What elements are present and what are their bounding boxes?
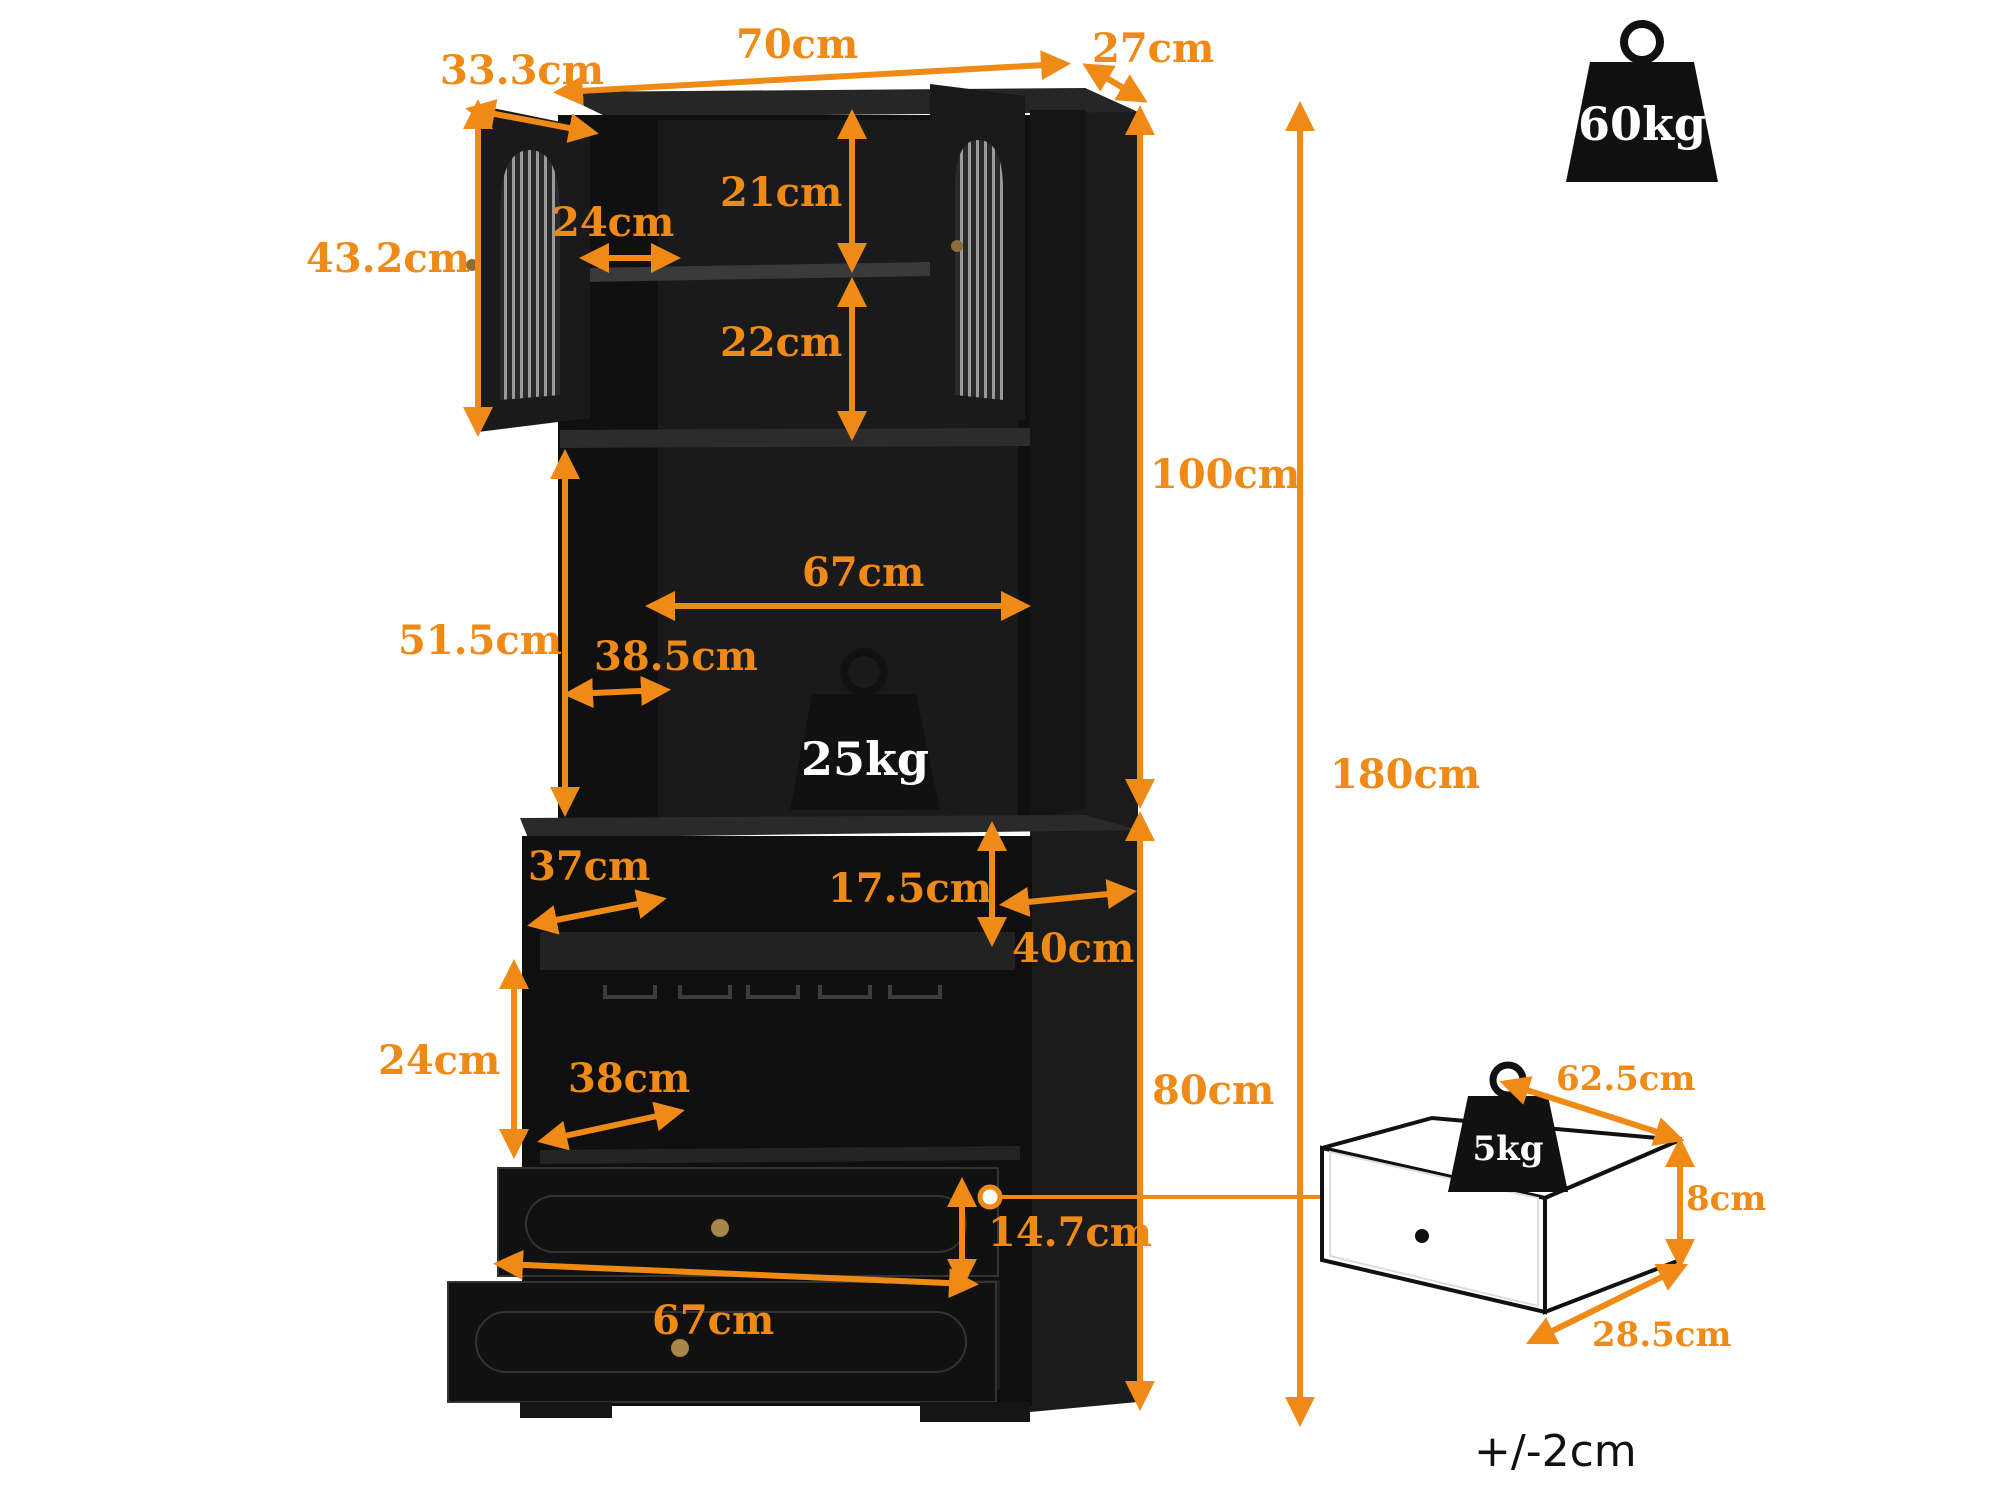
- label-open-shelf-depth: 38.5cm: [594, 633, 758, 680]
- label-drawer-inner-depth: 28.5cm: [1592, 1315, 1732, 1355]
- label-lower-section-height: 80cm: [1152, 1067, 1274, 1114]
- cabinet-foot: [920, 1402, 1030, 1422]
- tolerance-note: +/-2cm: [1474, 1426, 1637, 1477]
- label-open-shelf-height: 51.5cm: [398, 617, 562, 664]
- label-drawer-inner-width: 62.5cm: [1556, 1059, 1696, 1099]
- right-glass-door[interactable]: [930, 84, 1025, 420]
- lower-drawer[interactable]: [447, 1280, 1000, 1403]
- base-countertop: [520, 815, 1138, 838]
- label-lower-shelf-height: 24cm: [378, 1037, 500, 1084]
- label-total-width: 70cm: [736, 21, 858, 68]
- label-base-depth: 40cm: [1012, 925, 1134, 972]
- hutch-bottom-shelf: [560, 428, 1030, 448]
- label-wine-rack-depth: 37cm: [528, 843, 650, 890]
- weight-icon: 60kg: [1566, 20, 1718, 182]
- label-upper-section-height: 100cm: [1150, 451, 1300, 498]
- drawer-hole: [1415, 1229, 1429, 1243]
- label-total-height: 180cm: [1330, 751, 1480, 798]
- base-side-panel: [1030, 800, 1138, 1412]
- label-depth-top: 27cm: [1092, 25, 1214, 72]
- label-drawer-front-height: 14.7cm: [988, 1209, 1152, 1256]
- label-wine-rack-height: 17.5cm: [828, 865, 992, 912]
- dimension-labels: 33.3cm 70cm 27cm 43.2cm 24cm 21cm 22cm 1…: [306, 21, 1766, 1355]
- label-drawer-inner-height: 8cm: [1686, 1179, 1766, 1219]
- left-glass-door[interactable]: [466, 105, 590, 432]
- weight-shelf: 25kg: [801, 732, 929, 786]
- label-drawer-width: 67cm: [652, 1297, 774, 1344]
- drawer-knob[interactable]: [671, 1339, 689, 1357]
- door-knob[interactable]: [951, 240, 963, 252]
- drawer-knob[interactable]: [711, 1219, 729, 1237]
- glass-holders: [603, 985, 942, 999]
- weight-icon: 25kg: [790, 648, 940, 810]
- label-lower-shelf-depth: 38cm: [568, 1055, 690, 1102]
- weight-total: 60kg: [1578, 97, 1706, 151]
- upper-drawer[interactable]: [497, 1167, 999, 1277]
- hutch-side-panel: [1085, 88, 1138, 818]
- label-door-width: 33.3cm: [440, 47, 604, 94]
- cabinet-foot: [520, 1402, 612, 1418]
- dimension-arrows: [463, 50, 1695, 1427]
- wine-rack: [540, 932, 1015, 970]
- label-door-height: 43.2cm: [306, 235, 470, 282]
- label-upper-compartment-height: 21cm: [720, 169, 842, 216]
- label-lower-compartment-height: 22cm: [720, 319, 842, 366]
- label-open-shelf-width: 67cm: [802, 549, 924, 596]
- weight-drawer: 5kg: [1473, 1129, 1544, 1169]
- label-shelf-depth-upper: 24cm: [552, 199, 674, 246]
